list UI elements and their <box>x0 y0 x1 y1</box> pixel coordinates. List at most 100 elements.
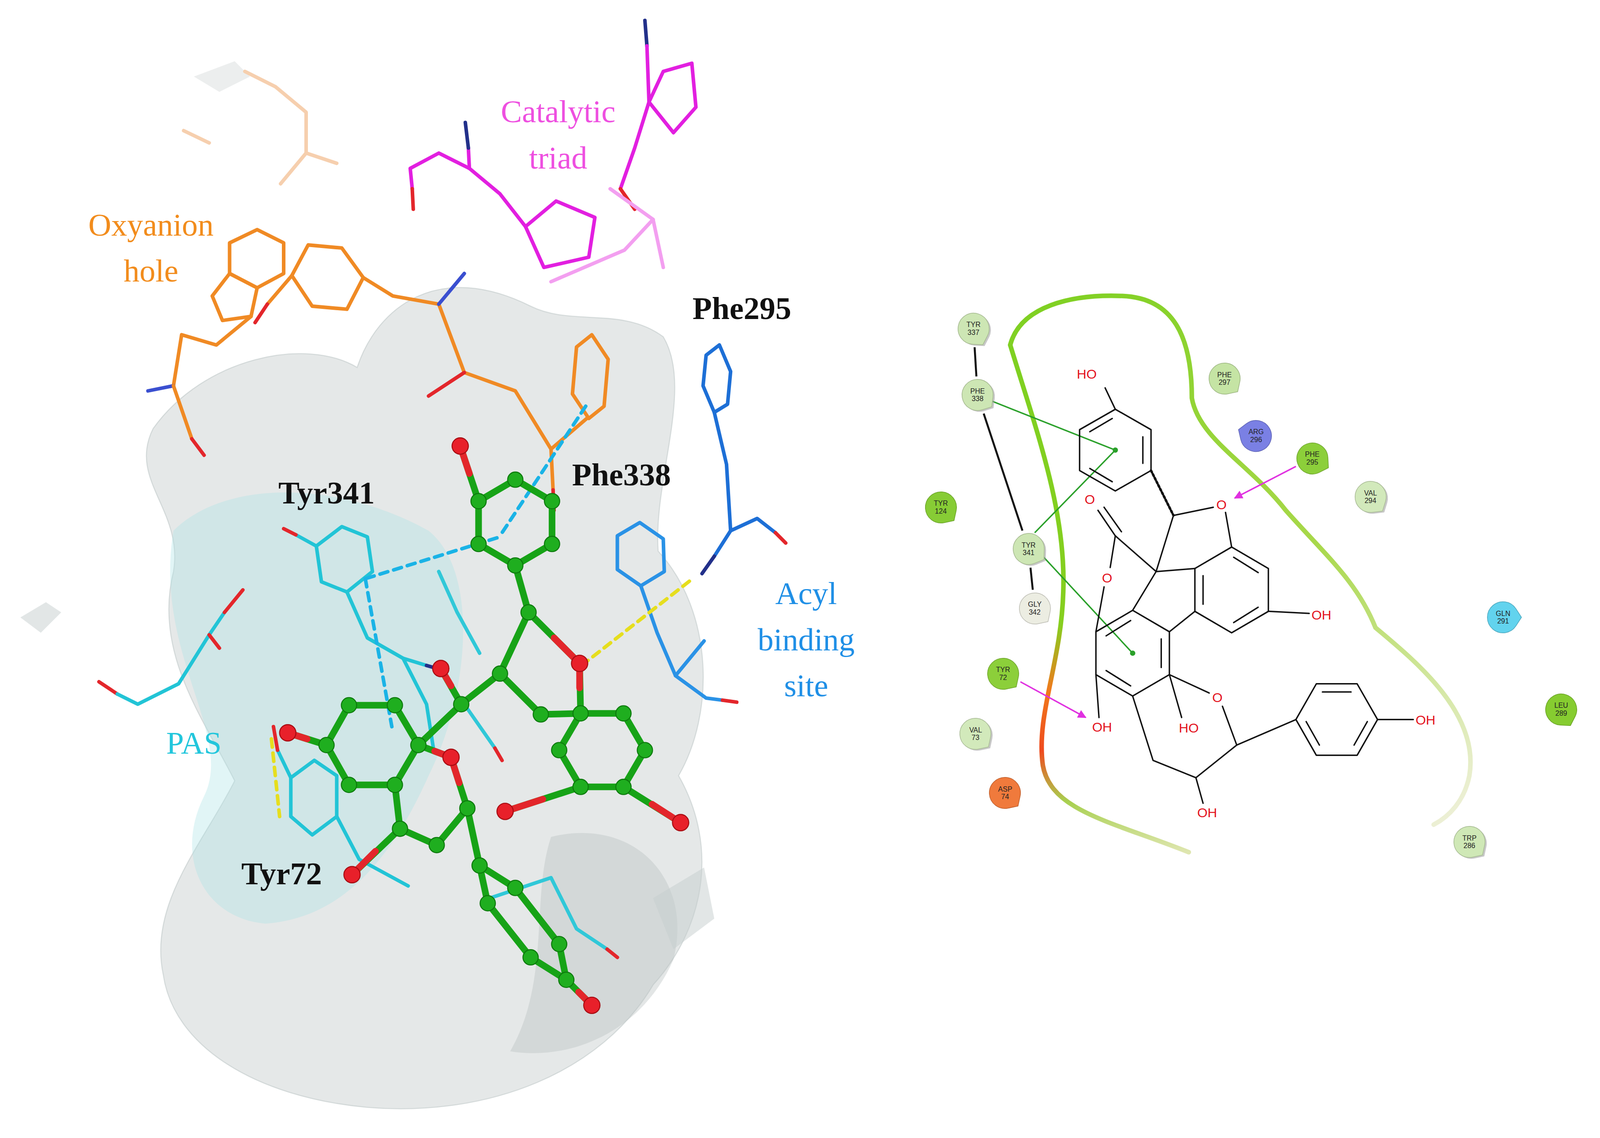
bubble-outline <box>1296 442 1329 474</box>
bond <box>1306 721 1320 745</box>
phe295-chain <box>714 412 776 533</box>
tyr341-ring <box>316 526 373 593</box>
bond <box>1110 535 1116 568</box>
residue-name: TYR 124 <box>933 499 949 515</box>
phe295-ring <box>703 344 731 413</box>
phe295-chain <box>714 530 731 557</box>
residue-label: Tyr341 <box>278 473 375 512</box>
atom-label: O <box>1215 496 1228 512</box>
c-atom <box>479 895 496 911</box>
n-atom <box>438 273 465 304</box>
tyr341-chain <box>346 592 427 666</box>
atom-label: O <box>1083 491 1096 507</box>
bond <box>1236 719 1297 746</box>
h-bond <box>581 577 694 666</box>
o-ball <box>571 655 588 672</box>
bond <box>1195 777 1203 804</box>
c-atom <box>429 837 445 853</box>
o-ball <box>279 724 297 741</box>
bond <box>1105 670 1131 686</box>
bond <box>1104 507 1122 533</box>
bond <box>1115 535 1157 572</box>
phe-ring <box>617 522 664 586</box>
residue-bubble: GLN 291 <box>1484 598 1522 636</box>
residue-label: Phe295 <box>692 288 792 327</box>
bond <box>1156 515 1174 572</box>
surface-shade <box>510 832 678 1053</box>
ring <box>1095 610 1170 696</box>
bubble-outline <box>962 379 994 411</box>
bond <box>1142 436 1144 464</box>
residue-bubble: PHE 297 <box>1206 359 1244 398</box>
region-label: Oxyanion hole <box>88 202 214 295</box>
residue-name: PHE 338 <box>970 387 986 403</box>
c-atom <box>392 820 408 837</box>
residue-name: ASP 74 <box>998 785 1013 801</box>
c-atom <box>544 535 560 552</box>
tyr-ring <box>292 244 364 310</box>
backbone-line <box>974 347 977 377</box>
interactions <box>271 406 694 817</box>
bond <box>418 704 461 746</box>
c-atom <box>341 776 357 793</box>
o-atom <box>209 634 220 649</box>
c-atom <box>544 493 560 509</box>
c-atom <box>551 936 567 952</box>
atom-label: O <box>1101 570 1113 585</box>
residue-bubble: GLY 342 <box>1016 589 1054 627</box>
n-atom <box>701 556 715 574</box>
bond <box>1095 674 1099 718</box>
bond <box>1097 510 1116 536</box>
backbone-line <box>1030 567 1033 590</box>
bond <box>1089 468 1113 482</box>
phe-chain <box>675 640 705 676</box>
oxygen-atoms <box>279 437 690 1014</box>
bubble-outline <box>1019 592 1051 624</box>
trp-chain <box>173 385 192 439</box>
stick <box>464 704 495 748</box>
c-atom <box>558 971 574 988</box>
faded-stick <box>244 71 307 184</box>
residue-bubble: LEU 289 <box>1542 690 1580 728</box>
residue-name: TYR 72 <box>996 665 1011 682</box>
o-atom <box>283 528 297 535</box>
bubble-outline <box>1453 826 1486 858</box>
c-atom <box>533 706 549 723</box>
residue-name: VAL 294 <box>1363 489 1377 505</box>
residue-bubble: TYR 124 <box>922 488 960 526</box>
bond <box>1225 512 1232 548</box>
bond <box>1105 620 1131 636</box>
tyr72-ring <box>290 760 337 835</box>
residue-bubble: VAL 294 <box>1352 478 1390 516</box>
bond-ring <box>559 713 645 787</box>
c-atom <box>520 604 537 620</box>
surface-pas <box>170 492 464 924</box>
residue-bubble: PHE 338 <box>959 376 997 414</box>
bond <box>505 786 581 812</box>
bond <box>499 612 529 674</box>
c-atom <box>453 696 469 712</box>
bubble-outline <box>1487 601 1522 634</box>
c-atom <box>507 472 524 488</box>
bond <box>1169 610 1196 632</box>
c-atom <box>615 779 632 795</box>
bond <box>1160 638 1162 668</box>
o-ball <box>344 866 361 883</box>
atom-label: HO <box>1177 720 1200 735</box>
residue-bubble: TYR 337 <box>955 310 993 348</box>
his-ring <box>525 201 595 268</box>
bond <box>1354 721 1368 745</box>
bond <box>1132 695 1237 778</box>
bubble-outline <box>925 491 957 523</box>
bond <box>1169 674 1182 718</box>
bond <box>1268 610 1310 614</box>
c-atom <box>459 800 476 817</box>
bubble-outline <box>987 657 1020 690</box>
atom-label: O <box>1211 689 1224 705</box>
faded-stick <box>183 130 210 143</box>
structure-2d <box>1079 387 1413 803</box>
c-atom <box>637 742 653 758</box>
bond <box>1095 586 1105 632</box>
